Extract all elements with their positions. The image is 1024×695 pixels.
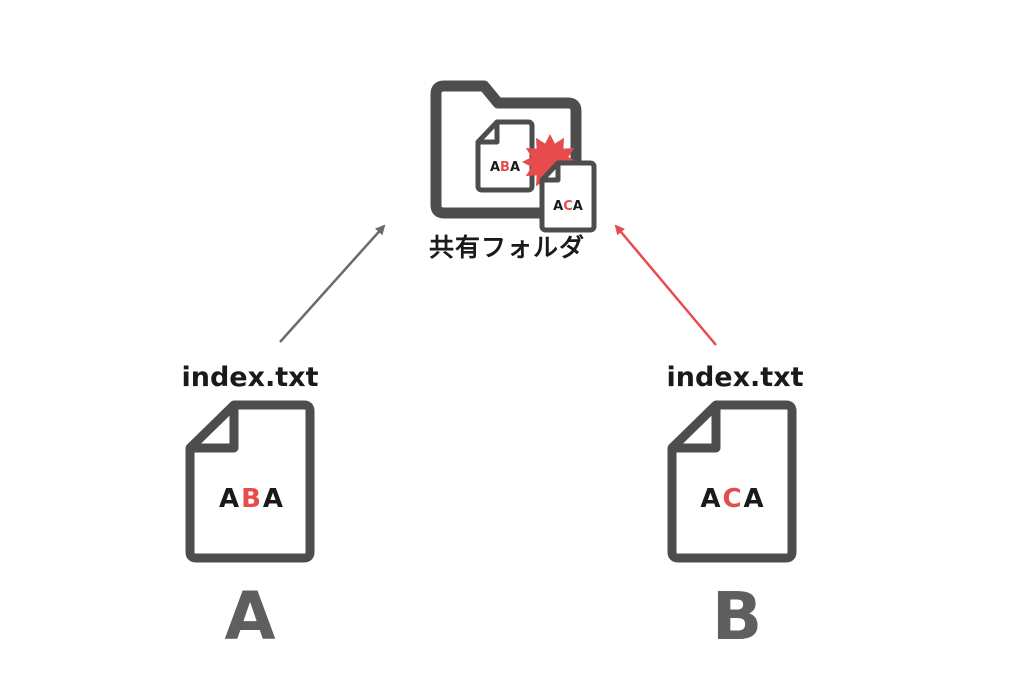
folder-doc-aca-left: A [553,199,563,214]
file-b-content-right: A [744,484,766,514]
upload-arrow-a-icon [279,224,386,343]
shared-folder-caption: 共有フォルダ [428,233,585,262]
user-b-label: B [711,578,763,655]
svg-text:ABA: ABA [490,160,520,175]
svg-text:ACA: ACA [553,199,583,214]
file-a-content-left: A [219,484,241,514]
folder-doc-aca-right: A [573,199,583,214]
folder-doc-aba-left: A [490,160,500,175]
file-a-content-middle: B [241,484,263,514]
conflict-burst-icon [522,134,578,190]
svg-text:ACA: ACA [700,484,765,514]
file-b-name: index.txt [666,362,804,393]
file-a-document-icon: ABA [185,400,315,563]
folder-doc-aca-middle: C [563,199,573,214]
svg-text:ABA: ABA [219,484,285,514]
upload-arrow-b-icon [614,224,717,346]
folder-doc-aca-icon: ACA [539,160,597,233]
file-a-content-right: A [263,484,285,514]
folder-doc-aba-right: A [510,160,520,175]
file-a-name: index.txt [181,362,319,393]
folder-doc-aba-icon: ABA [475,119,535,193]
folder-doc-aba-middle: B [500,160,510,175]
user-a-label: A [224,578,276,655]
file-b-content-left: A [700,484,722,514]
file-b-content-middle: C [722,484,743,514]
file-b-document-icon: ACA [667,400,797,563]
